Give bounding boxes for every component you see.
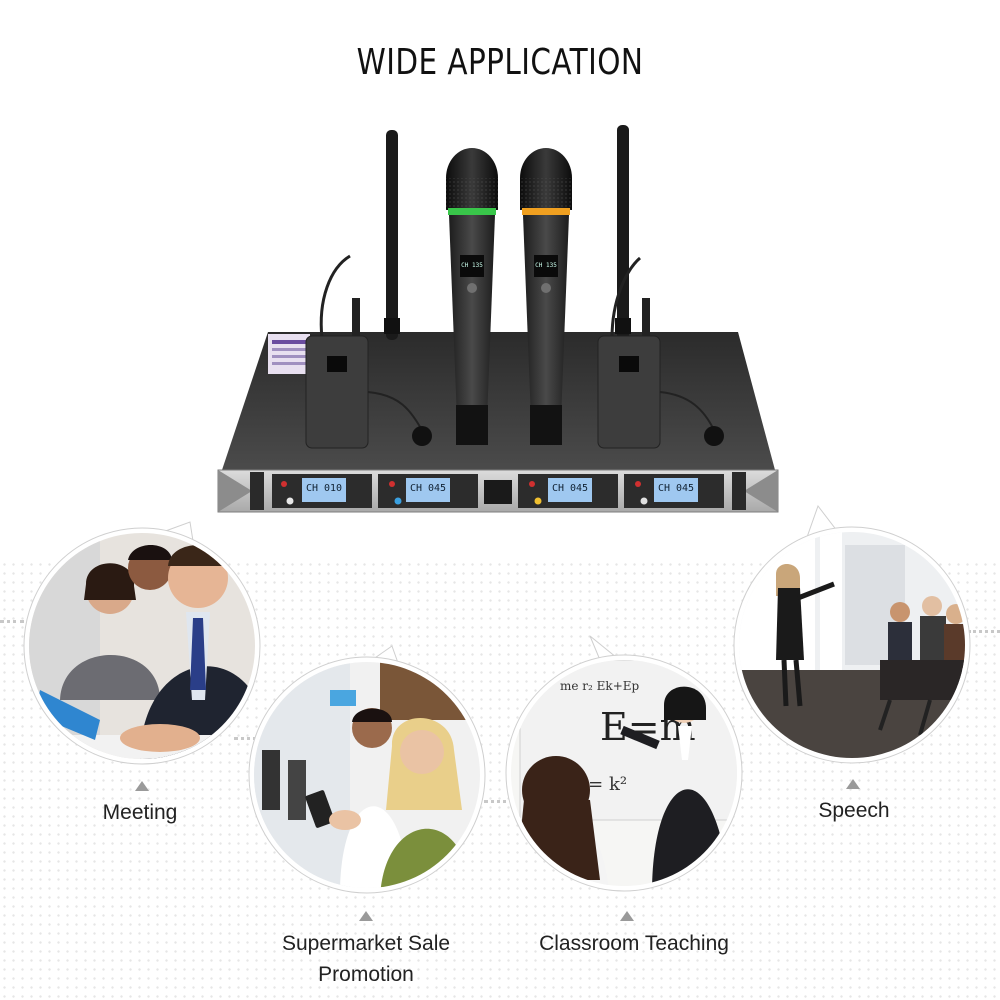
label-supermarket: Supermarket Sale Promotion [246, 928, 486, 990]
handheld-mic-orange [520, 148, 572, 445]
lcd-channel-4: CH 045 [657, 483, 695, 494]
bodypack-transmitter-right [597, 256, 724, 449]
indicator-triangle [135, 781, 149, 791]
svg-text:me r₂ Ek+Ep: me r₂ Ek+Ep [560, 679, 640, 693]
antenna-left [384, 130, 400, 340]
channel-module-1 [272, 474, 372, 508]
bodypack-transmitter-left [305, 254, 432, 449]
scene-meeting [23, 521, 261, 765]
page-title: WIDE APPLICATION [356, 42, 644, 83]
mic-display-1: CH 135 [461, 262, 483, 269]
connector-line [484, 800, 514, 803]
label-supermarket-line-1: Supermarket Sale [281, 932, 451, 955]
scene-speech [733, 504, 971, 764]
indicator-triangle [359, 911, 373, 921]
lcd-channel-1: CH 010 [305, 483, 343, 494]
scene-classroom: me r₂ Ek+Ep E=m E= k² [505, 635, 743, 892]
power-button [484, 480, 512, 504]
channel-module-4 [624, 474, 724, 508]
indicator-triangle [846, 779, 860, 789]
spec-sticker [268, 334, 310, 374]
connector-line [968, 630, 1000, 633]
scene-supermarket [248, 645, 486, 894]
channel-module-3 [518, 474, 618, 508]
connector-line [0, 620, 24, 623]
channel-module-2 [378, 474, 478, 508]
connector-line [234, 737, 264, 740]
handheld-mic-green [446, 148, 498, 445]
lcd-channel-3: CH 045 [551, 483, 589, 494]
label-speech: Speech [818, 799, 890, 822]
label-supermarket-line-2: Promotion [318, 963, 414, 986]
mic-display-2: CH 135 [535, 262, 557, 269]
label-meeting: Meeting [102, 801, 178, 824]
label-classroom: Classroom Teaching [539, 932, 729, 955]
lcd-channel-2: CH 045 [409, 483, 447, 494]
indicator-triangle [620, 911, 634, 921]
